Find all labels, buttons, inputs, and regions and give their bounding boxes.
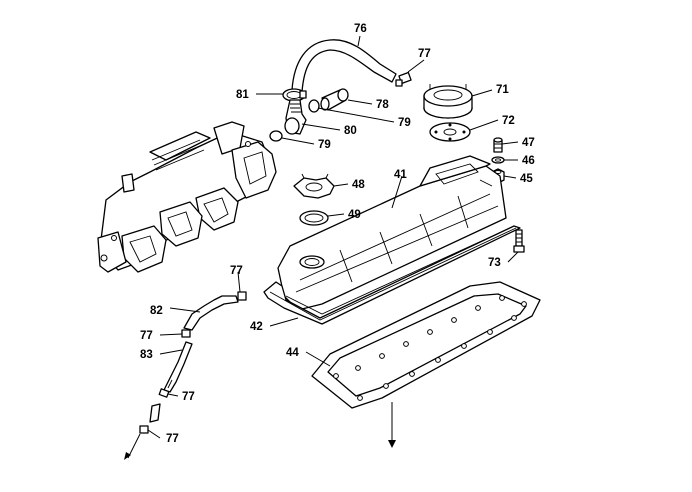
callout-79-lower: 79 <box>318 139 331 151</box>
callout-78: 78 <box>376 99 389 111</box>
callout-71: 71 <box>496 84 509 96</box>
hose-clip-part-77-bottom <box>124 425 149 460</box>
cover-gasket-part-42 <box>263 225 521 325</box>
o-ring-lower-part-79 <box>269 130 283 142</box>
short-hose-segment <box>149 403 161 423</box>
callout-79-upper: 79 <box>398 117 411 129</box>
callout-41: 41 <box>394 169 407 181</box>
callout-49: 49 <box>348 209 361 221</box>
callout-73: 73 <box>488 257 501 269</box>
intake-manifold <box>97 121 277 273</box>
hose-clip-part-77-left <box>181 329 191 338</box>
diaphragm-part-72 <box>429 122 471 142</box>
callout-82: 82 <box>150 305 163 317</box>
elbow-fitting-part-80 <box>284 99 307 135</box>
callout-46: 46 <box>522 155 535 167</box>
callout-77-top: 77 <box>418 48 431 60</box>
oil-filler-cap-part-48 <box>293 173 335 199</box>
breather-hose-part-76 <box>291 39 397 93</box>
hose-clip-part-77-lower <box>158 388 170 398</box>
callout-42: 42 <box>250 321 263 333</box>
callout-45: 45 <box>520 173 533 185</box>
callout-labels: 76 77 71 81 78 79 80 79 72 47 46 45 41 4… <box>140 23 535 445</box>
direction-arrow-down <box>388 402 396 448</box>
callout-77-bottom: 77 <box>166 433 179 445</box>
o-ring-upper-part-79 <box>308 99 320 113</box>
lower-gasket-part-44 <box>311 281 541 409</box>
leader-lines <box>147 35 519 439</box>
callout-48: 48 <box>352 179 365 191</box>
valve-cover-part-41 <box>277 155 511 315</box>
callout-80: 80 <box>344 125 357 137</box>
hose-clamp-part-81 <box>282 88 307 102</box>
callout-77-mid: 77 <box>230 265 243 277</box>
callout-47: 47 <box>522 137 535 149</box>
hose-clip-part-77-mid <box>237 291 247 301</box>
callout-77-lower: 77 <box>182 391 195 403</box>
stud-bolt-part-47 <box>493 137 503 153</box>
callout-76: 76 <box>354 23 367 35</box>
washer-part-46 <box>491 156 505 164</box>
callout-83: 83 <box>140 349 153 361</box>
callout-72: 72 <box>502 115 515 127</box>
bolt-part-73 <box>513 229 525 253</box>
callout-81: 81 <box>236 89 249 101</box>
tube-fitting-part-78 <box>320 88 349 111</box>
filler-seal-part-49 <box>299 210 329 226</box>
callout-44: 44 <box>286 347 299 359</box>
callout-77-left: 77 <box>140 330 153 342</box>
breather-pipe-part-83 <box>163 341 193 393</box>
hose-clip-part-77-top <box>395 71 412 87</box>
breather-hose-part-82 <box>183 295 239 331</box>
separator-cap-part-71 <box>423 84 473 119</box>
